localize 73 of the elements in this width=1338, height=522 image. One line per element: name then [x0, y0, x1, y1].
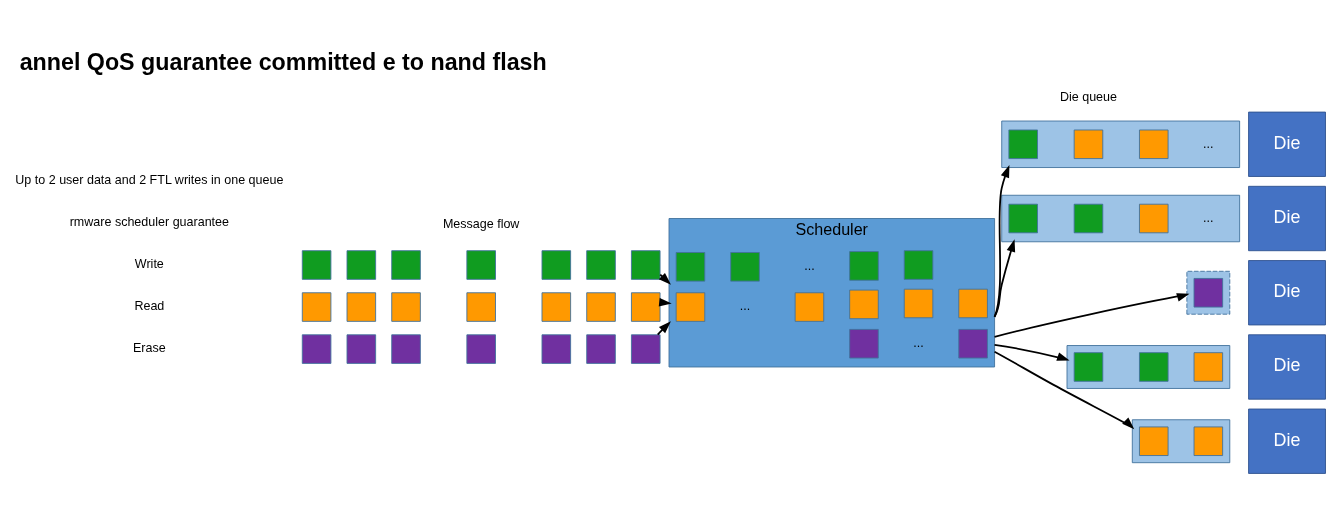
arrow [656, 321, 671, 336]
node-box [1139, 426, 1169, 456]
node-box [849, 251, 879, 281]
node-box [1139, 129, 1169, 160]
node-box [794, 292, 825, 322]
node-box [346, 250, 377, 280]
node-box: Die [1248, 334, 1326, 400]
node-box [541, 334, 572, 364]
node-box [391, 250, 421, 280]
node-box [346, 292, 377, 322]
node-box [466, 334, 496, 364]
node-box [301, 250, 332, 280]
node-box [1193, 278, 1224, 308]
node-box [391, 292, 421, 322]
label: ... [1203, 136, 1214, 151]
node-box [631, 250, 661, 280]
arrow [993, 239, 1016, 318]
label: ... [739, 299, 751, 314]
node-box [391, 334, 421, 364]
cluster [1001, 120, 1241, 168]
node-box [675, 292, 706, 322]
node-box [301, 334, 332, 364]
label: ... [913, 336, 924, 351]
node-box [466, 292, 496, 322]
node-box [1193, 426, 1224, 456]
label: Read [134, 299, 165, 314]
node-box [675, 252, 706, 282]
node-box [903, 250, 934, 280]
node-box [631, 334, 661, 364]
node-box [1008, 203, 1038, 234]
node-box [586, 250, 616, 280]
node-box [541, 250, 572, 280]
node-box: Die [1248, 408, 1326, 474]
label: Write [134, 257, 164, 272]
node-box: Die [1248, 185, 1326, 252]
cluster [1066, 345, 1231, 389]
label: ... [1203, 210, 1214, 225]
node-box [1139, 203, 1169, 234]
label: Up to 2 user data and 2 FTL writes in one queue [15, 173, 284, 188]
cluster [1001, 194, 1241, 243]
node-box [631, 292, 661, 322]
cluster [1131, 419, 1231, 464]
arrow [993, 293, 1190, 338]
node-box [1193, 352, 1224, 382]
node-box [1008, 129, 1038, 160]
node-box [903, 288, 934, 319]
arrow [993, 350, 1135, 430]
node-box [541, 292, 572, 322]
diagram-title: annel QoS guarantee committed e to nand flash [19, 48, 547, 75]
node-box: Die [1248, 260, 1326, 326]
node-box [301, 292, 332, 322]
label: ... [804, 259, 815, 274]
node-box [1073, 352, 1104, 382]
node-box [849, 289, 879, 320]
node-box [1073, 129, 1104, 160]
node-box [586, 334, 616, 364]
node-box [958, 288, 988, 319]
node-box [958, 328, 988, 359]
arrow [993, 343, 1070, 361]
label: Die queue [1059, 90, 1118, 105]
node-box [466, 250, 496, 280]
label: Message flow [442, 217, 520, 232]
node-box [346, 334, 377, 364]
node-box: Die [1248, 111, 1326, 177]
label: Erase [133, 341, 166, 356]
node-box [730, 252, 760, 282]
node-box [1139, 352, 1169, 382]
node-box [849, 328, 879, 359]
cluster [1186, 270, 1231, 315]
label: rmware scheduler guarantee [69, 215, 229, 230]
arrow [993, 165, 1010, 318]
node-box [586, 292, 616, 322]
node-box [1073, 203, 1104, 234]
